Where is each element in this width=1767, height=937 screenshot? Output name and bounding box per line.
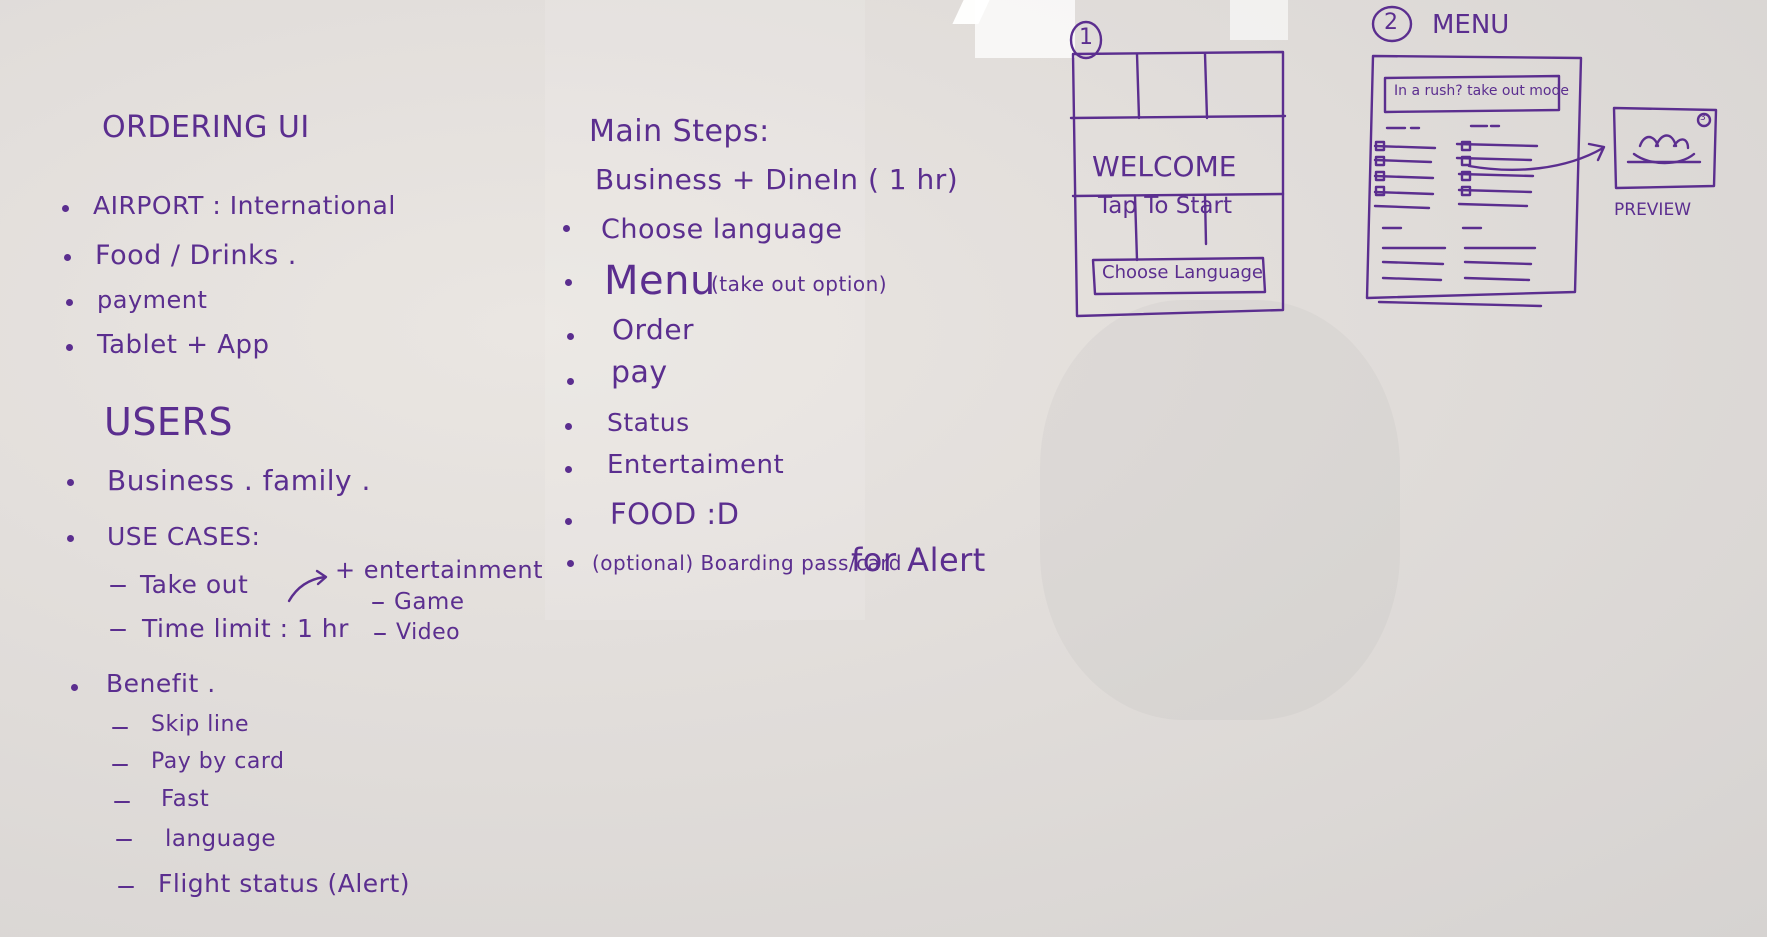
benefit-pay-by-card: Pay by card xyxy=(151,749,285,774)
bullet xyxy=(64,254,71,261)
menu-number: 2 xyxy=(1384,10,1398,35)
optional-boarding-pass: (optional) Boarding pass/card xyxy=(592,551,902,575)
step-status: Status xyxy=(607,408,690,437)
left-item-airport: AIRPORT : International xyxy=(93,191,396,220)
main-steps-title: Main Steps: xyxy=(589,114,770,149)
preview-label: PREVIEW xyxy=(1614,200,1691,220)
preview-arrow-icon xyxy=(1467,142,1606,171)
users-business-family: Business . family . xyxy=(107,464,371,497)
bullet xyxy=(565,466,572,473)
bullet xyxy=(565,423,572,430)
use-case-time-limit: Time limit : 1 hr xyxy=(142,614,349,643)
bullet xyxy=(565,279,572,286)
step-entertainment: Entertaiment xyxy=(607,450,785,480)
dash xyxy=(372,602,384,604)
dash xyxy=(112,764,128,766)
tap-to-start-text: Tap To Start xyxy=(1098,193,1232,219)
benefit-skip-line: Skip line xyxy=(151,712,249,737)
use-case-take-out: Take out xyxy=(140,570,249,599)
left-item-tablet-app: Tablet + App xyxy=(97,330,270,360)
step-pay: pay xyxy=(611,355,668,390)
welcome-text: WELCOME xyxy=(1092,150,1237,183)
step-menu: Menu xyxy=(604,258,716,304)
users-heading: USERS xyxy=(104,400,233,444)
benefit-language: language xyxy=(165,826,277,852)
bullet xyxy=(567,560,574,567)
dash xyxy=(116,839,132,841)
bullet xyxy=(565,518,572,525)
preview-wireframe xyxy=(1612,106,1718,190)
welcome-screen-wireframe xyxy=(1069,50,1287,318)
dash xyxy=(114,801,130,803)
dash xyxy=(110,629,126,631)
step-choose-language: Choose language xyxy=(601,214,843,245)
ordering-ui-title: ORDERING UI xyxy=(102,110,310,145)
menu-number-circle xyxy=(1371,5,1413,43)
entertainment-label: + entertainment xyxy=(335,556,544,584)
bullet xyxy=(66,299,73,306)
reflection-shadow xyxy=(1040,300,1400,720)
curved-arrow-icon xyxy=(287,569,328,603)
window-glare-2 xyxy=(1230,0,1288,40)
step-food: FOOD :D xyxy=(610,497,740,531)
benefit-fast: Fast xyxy=(161,786,210,812)
welcome-number: 1 xyxy=(1079,25,1093,50)
bullet xyxy=(563,225,570,232)
step-menu-note: (take out option) xyxy=(711,272,888,296)
dash xyxy=(118,886,134,888)
checkbox-icon xyxy=(1460,140,1472,197)
entertainment-video: Video xyxy=(396,620,461,645)
main-steps-subtitle: Business + DineIn ( 1 hr) xyxy=(595,163,959,196)
menu-title: MENU xyxy=(1432,10,1510,40)
dash xyxy=(112,727,128,729)
dash xyxy=(374,633,386,635)
bullet xyxy=(71,684,78,691)
preview-badge: 3 xyxy=(1700,113,1706,123)
left-item-food-drinks: Food / Drinks . xyxy=(95,240,297,271)
bullet xyxy=(567,378,574,385)
left-item-payment: payment xyxy=(97,286,208,314)
window-glare xyxy=(975,0,1075,58)
bullet xyxy=(62,205,69,212)
bullet xyxy=(567,333,574,340)
light-streak xyxy=(952,0,990,24)
use-cases-heading: USE CASES: xyxy=(107,522,261,551)
welcome-number-circle xyxy=(1069,20,1103,60)
checkbox-icon xyxy=(1374,140,1386,197)
bullet xyxy=(67,535,74,542)
choose-language-button: Choose Language xyxy=(1102,262,1264,283)
take-out-banner: In a rush? take out mode xyxy=(1394,83,1569,99)
entertainment-game: Game xyxy=(394,589,465,615)
benefit-heading: Benefit . xyxy=(106,669,216,698)
optional-for-alert: for Alert xyxy=(851,541,986,579)
bullet xyxy=(67,479,74,486)
bullet xyxy=(66,344,73,351)
benefit-flight-status: Flight status (Alert) xyxy=(158,869,411,898)
step-order: Order xyxy=(612,313,695,346)
dash xyxy=(110,585,126,587)
